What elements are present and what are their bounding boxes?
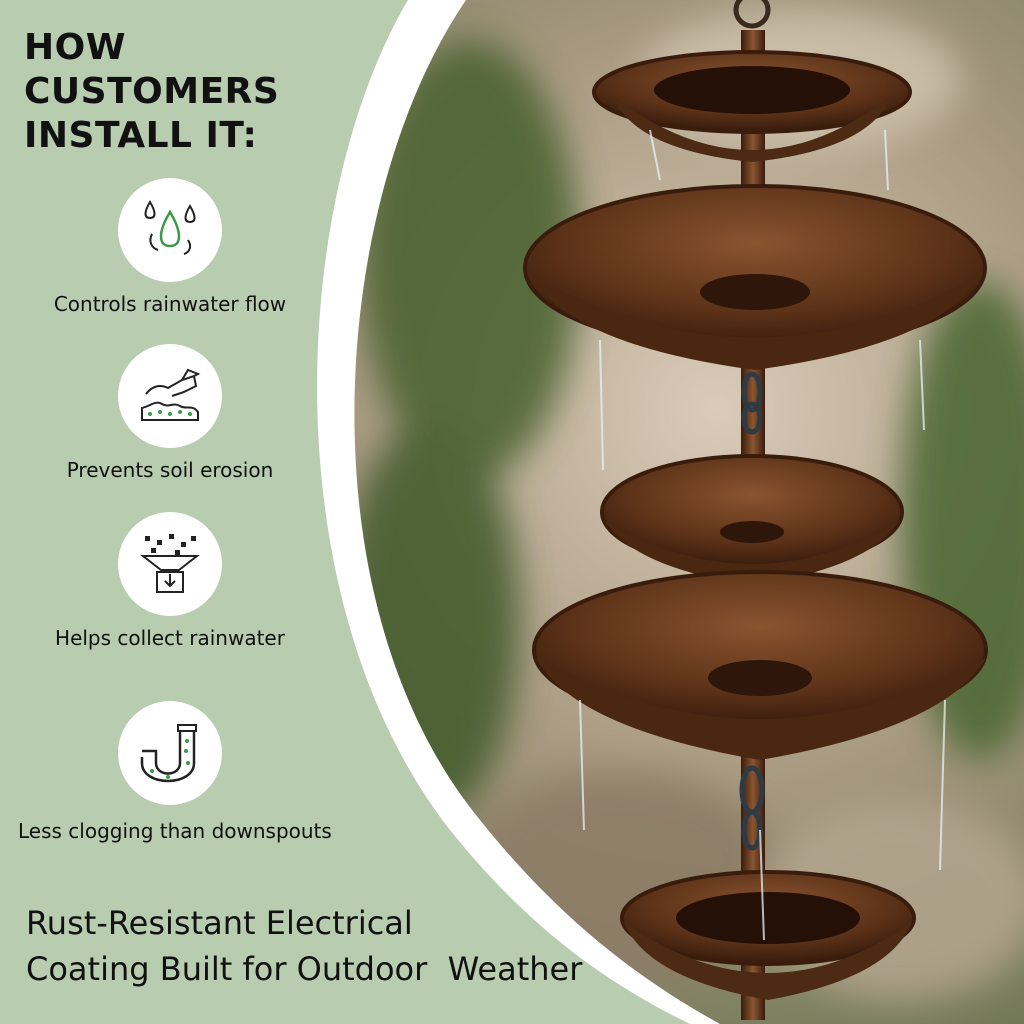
heading-line-3: INSTALL IT: <box>24 115 258 156</box>
feature-label: Helps collect rainwater <box>55 626 285 650</box>
feature-icon-circle <box>118 701 222 805</box>
feature-icon-circle <box>118 512 222 616</box>
feature-label: Controls rainwater flow <box>53 292 287 316</box>
rain-collector-icon <box>140 534 200 593</box>
heading: HOW CUSTOMERS INSTALL IT: <box>24 26 279 158</box>
feature-prevents-soil-erosion: Prevents soil erosion <box>10 344 330 482</box>
feature-less-clogging: Less clogging than downspouts <box>10 701 332 843</box>
tagline-line-1: Rust-Resistant Electrical <box>26 904 413 942</box>
feature-helps-collect-rainwater: Helps collect rainwater <box>10 512 330 650</box>
feature-icon-circle <box>118 344 222 448</box>
feature-label: Less clogging than downspouts <box>18 819 332 843</box>
heading-line-1: HOW <box>24 27 126 68</box>
soil-watering-icon <box>141 368 201 421</box>
heading-line-2: CUSTOMERS <box>24 71 280 112</box>
tagline-line-2: Coating Built for Outdoor Weather <box>26 950 583 988</box>
feature-label: Prevents soil erosion <box>66 458 274 482</box>
feature-controls-rainwater-flow: Controls rainwater flow <box>10 178 330 316</box>
feature-icon-circle <box>118 178 222 282</box>
raindrops-icon <box>144 200 196 255</box>
pipe-trap-icon <box>140 724 197 783</box>
